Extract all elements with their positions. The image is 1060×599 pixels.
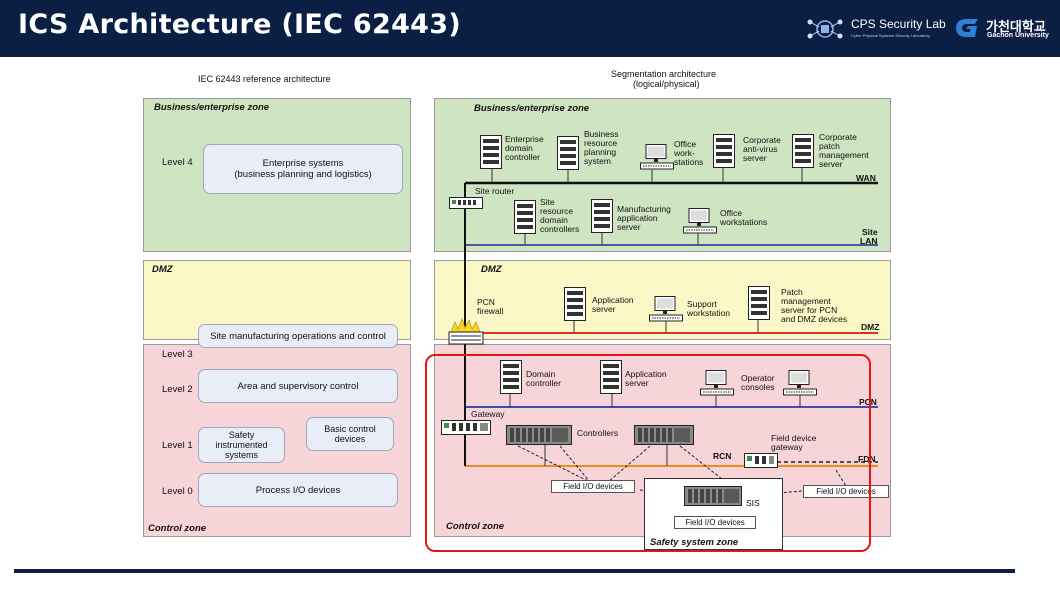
university-subtitle: Gachon University bbox=[987, 32, 1049, 39]
level3-label: Level 3 bbox=[162, 349, 193, 360]
architecture-diagram: IEC 62443 reference architecture Busines… bbox=[140, 60, 898, 555]
left-dmz-zone-title: DMZ bbox=[152, 264, 173, 275]
right-control-zone-title: Control zone bbox=[446, 521, 505, 532]
level4-label: Level 4 bbox=[162, 157, 193, 168]
site-lan-label-line2: LAN bbox=[860, 236, 878, 246]
field-device-gateway-icon bbox=[744, 453, 778, 468]
site-manufacturing-box: Site manufacturing operations and contro… bbox=[198, 324, 398, 348]
pcn-firewall-icon bbox=[448, 318, 484, 345]
office-workstation2-icon bbox=[683, 208, 717, 234]
level1-label: Level 1 bbox=[162, 440, 193, 451]
lab-subtitle: Cyber Physical Systems Security Laborato… bbox=[851, 33, 930, 38]
business-planning-server-icon bbox=[557, 136, 579, 170]
site-router-icon bbox=[449, 197, 483, 209]
field-io-devices-2: Field I/O devices bbox=[674, 516, 756, 529]
area-supervisory-box: Area and supervisory control bbox=[198, 369, 398, 403]
footer-divider bbox=[14, 569, 1015, 573]
pcn-app-server-icon bbox=[600, 360, 622, 394]
enterprise-systems-line1: Enterprise systems bbox=[262, 158, 344, 169]
enterprise-systems-line2: (business planning and logistics) bbox=[234, 169, 372, 180]
enterprise-systems-box: Enterprise systems (business planning an… bbox=[203, 144, 403, 194]
domain-controller-server-icon bbox=[500, 360, 522, 394]
header-bar: ICS Architecture (IEC 62443) CPS Securit… bbox=[0, 0, 1060, 57]
dmz-patch-server-icon bbox=[748, 286, 770, 320]
right-dmz-zone-title: DMZ bbox=[481, 264, 502, 275]
right-business-zone-title: Business/enterprise zone bbox=[474, 103, 590, 114]
cps-lab-logo-icon bbox=[807, 19, 843, 39]
controller2-icon bbox=[634, 425, 694, 445]
lab-name: CPS Security Lab bbox=[851, 17, 946, 31]
basic-control-line1: Basic control bbox=[324, 424, 376, 434]
sis-box-line1: Safety bbox=[228, 430, 255, 440]
right-panel-title-line2: (logical/physical) bbox=[633, 79, 700, 89]
level2-label: Level 2 bbox=[162, 384, 193, 395]
field-io-devices-3: Field I/O devices bbox=[803, 485, 889, 498]
site-domain-controller-server-icon bbox=[514, 200, 536, 234]
operator-console1-icon bbox=[700, 370, 734, 396]
gateway-icon bbox=[441, 420, 491, 435]
slide-title: ICS Architecture (IEC 62443) bbox=[18, 9, 461, 40]
left-panel-title: IEC 62443 reference architecture bbox=[198, 74, 331, 84]
operator-console2-icon bbox=[783, 370, 817, 396]
site-lan-label-line1: Site bbox=[862, 227, 878, 237]
process-io-box: Process I/O devices bbox=[198, 473, 398, 507]
safety-zone-title: Safety system zone bbox=[650, 537, 739, 548]
dmz-app-server-icon bbox=[564, 287, 586, 321]
enterprise-domain-controller-server-icon bbox=[480, 135, 502, 169]
gachon-logo-icon bbox=[956, 19, 978, 37]
network-wires bbox=[464, 167, 878, 516]
dmz-network-label: DMZ bbox=[861, 322, 880, 332]
field-io-devices-1: Field I/O devices bbox=[551, 480, 635, 493]
controllers-label: Controllers bbox=[577, 428, 619, 438]
sis-box-line2: instrumented bbox=[215, 440, 268, 450]
rcn-label: RCN bbox=[713, 451, 732, 461]
controller1-icon bbox=[506, 425, 572, 445]
sis-box: Safety instrumented systems bbox=[198, 427, 285, 463]
support-workstation-icon bbox=[649, 296, 683, 322]
pcn-label: PCN bbox=[859, 397, 877, 407]
left-control-zone-title: Control zone bbox=[148, 523, 207, 534]
basic-control-box: Basic control devices bbox=[306, 417, 394, 451]
sis-box-line3: systems bbox=[224, 450, 258, 460]
right-panel-title-line1: Segmentation architecture bbox=[611, 69, 717, 79]
sis-label: SIS bbox=[746, 498, 760, 508]
right-business-zone bbox=[434, 98, 891, 252]
wan-label: WAN bbox=[856, 173, 876, 183]
level0-label: Level 0 bbox=[162, 486, 193, 497]
control-zone-highlight bbox=[425, 354, 871, 552]
sis-controller-icon bbox=[684, 486, 742, 506]
gateway-label: Gateway bbox=[471, 409, 505, 419]
basic-control-line2: devices bbox=[334, 434, 366, 444]
office-workstation-icon bbox=[640, 144, 674, 170]
corporate-antivirus-server-icon bbox=[713, 134, 735, 168]
manufacturing-app-server-icon bbox=[591, 199, 613, 233]
university-name: 가천대학교 bbox=[986, 19, 1046, 34]
fdn-label: FDN bbox=[858, 454, 876, 464]
site-router-label: Site router bbox=[475, 186, 515, 196]
corporate-patch-server-icon bbox=[792, 134, 814, 168]
left-business-zone-title: Business/enterprise zone bbox=[154, 102, 270, 113]
